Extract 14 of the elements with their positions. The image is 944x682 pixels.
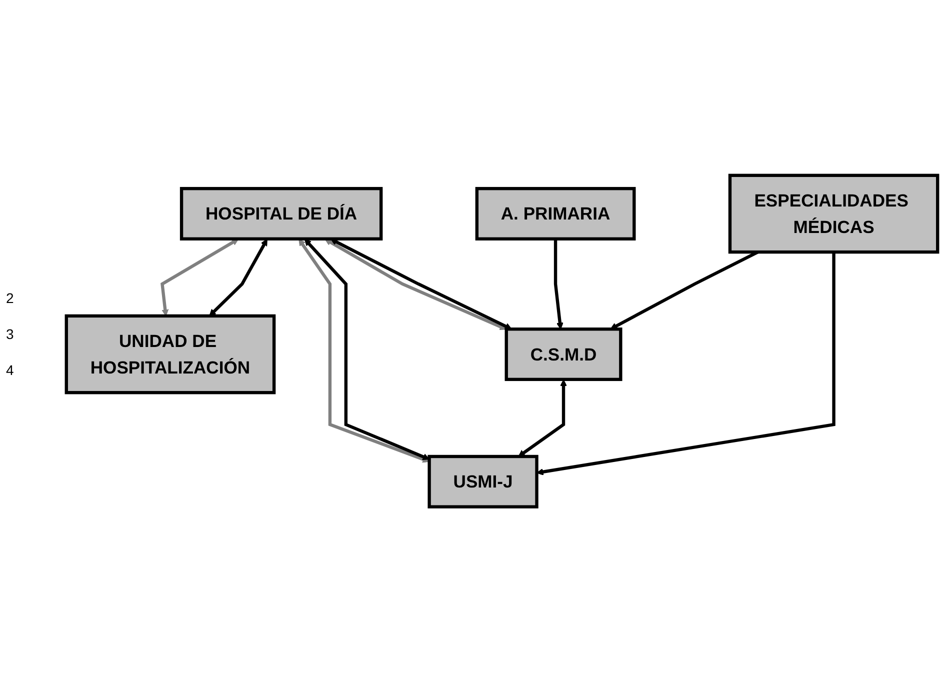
node-box: A. PRIMARIA [475, 186, 636, 240]
arrow [209, 238, 268, 316]
callout-number: 3 [6, 326, 14, 342]
arrow [554, 238, 564, 330]
callout-number: 4 [6, 362, 14, 378]
node-box: UNIDAD DE HOSPITALIZACIÓN [64, 314, 276, 394]
node-box: HOSPITAL DE DÍA [180, 186, 383, 240]
arrow [536, 252, 836, 476]
arrow [518, 379, 568, 457]
node-box: ESPECIALIDADES MÉDICAS [728, 174, 940, 254]
arrow [160, 238, 239, 316]
node-box: USMI-J [428, 454, 538, 508]
callout-number: 2 [6, 290, 14, 306]
node-box: C.S.M.D [504, 327, 622, 381]
